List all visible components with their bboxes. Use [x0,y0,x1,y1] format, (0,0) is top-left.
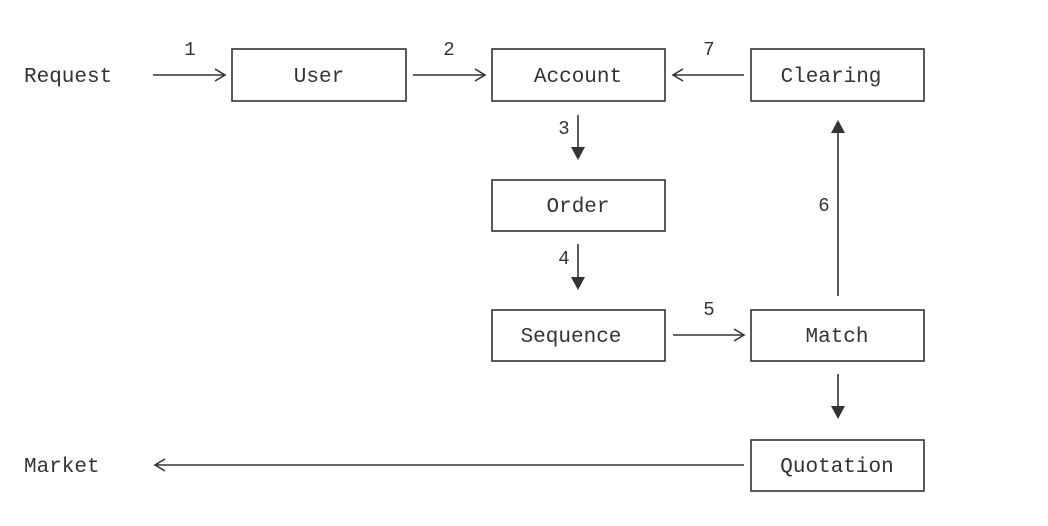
arrow-match-to-clearing [831,120,845,296]
step-2-label: 2 [443,39,454,61]
arrow-sequence-to-match [673,328,746,342]
sequence-label: Sequence [521,326,622,349]
order-label: Order [546,196,609,219]
arrow-quotation-to-market [153,458,744,472]
arrow-user-to-account [413,68,487,82]
match-node: Match [750,309,925,362]
quotation-label: Quotation [780,456,893,479]
user-node: User [231,48,407,102]
request-label: Request [24,66,112,89]
arrow-match-to-quotation [831,374,845,419]
match-label: Match [805,326,868,349]
step-1-label: 1 [184,39,195,61]
step-7-label: 7 [703,39,714,61]
step-4-label: 4 [558,248,569,270]
market-label: Market [24,456,100,479]
step-6-label: 6 [818,195,829,217]
order-node: Order [491,179,666,232]
arrow-request-to-user [153,68,227,82]
quotation-node: Quotation [750,439,925,492]
user-label: User [294,66,344,89]
arrow-clearing-to-account [671,68,744,82]
step-3-label: 3 [558,118,569,140]
account-node: Account [491,48,666,102]
account-label: Account [534,66,622,89]
sequence-node: Sequence [491,309,666,362]
arrow-account-to-order [571,115,585,160]
step-5-label: 5 [703,299,714,321]
clearing-label: Clearing [781,66,882,89]
arrow-order-to-sequence [571,244,585,290]
clearing-node: Clearing [750,48,925,102]
